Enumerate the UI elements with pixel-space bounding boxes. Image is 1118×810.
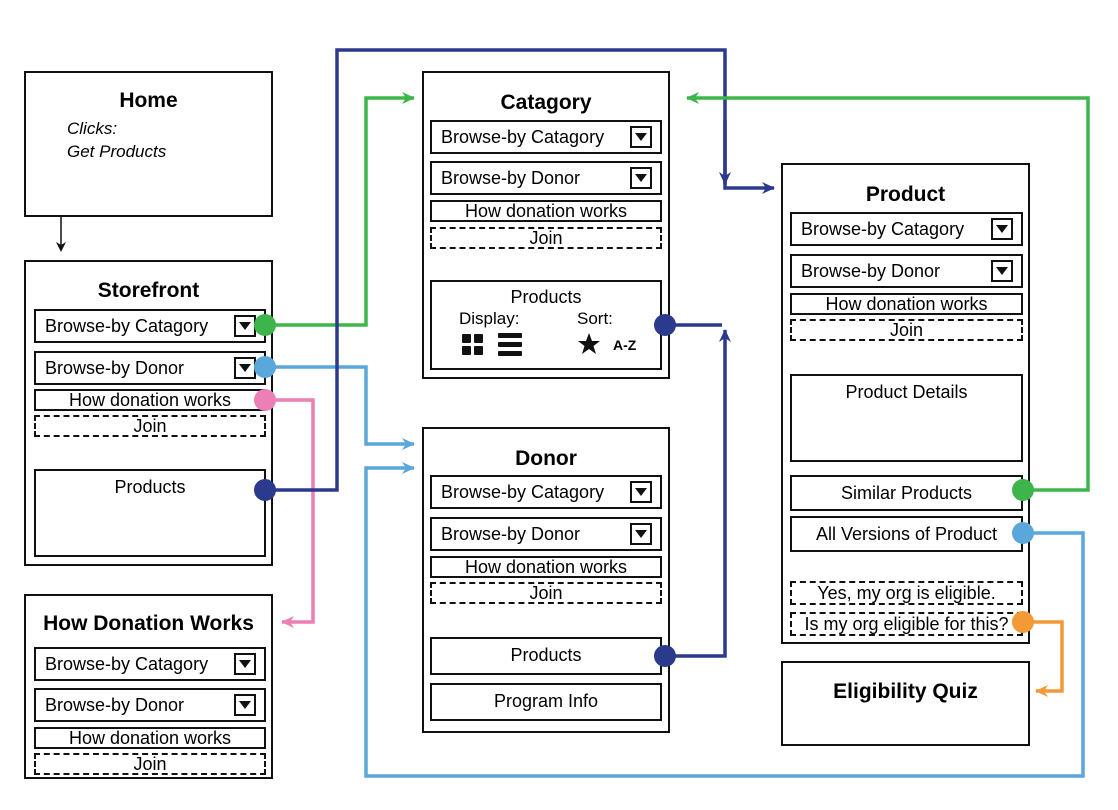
page-title: How Donation Works [43, 612, 254, 635]
chevron-down-icon[interactable] [991, 218, 1013, 240]
browse-donor-dropdown[interactable]: Browse-by Donor [430, 161, 662, 195]
home-note: Clicks: Get Products [67, 119, 167, 161]
product-details-section: Product Details [790, 374, 1023, 462]
sort-az-label[interactable]: A-Z [613, 337, 637, 353]
eligible-confirmation[interactable]: Yes, my org is eligible. [790, 581, 1023, 605]
page-title: Product [865, 183, 946, 206]
join-link[interactable]: Join [430, 582, 662, 604]
storefront-category-link [266, 92, 415, 327]
page-title: Storefront [97, 279, 200, 302]
join-link[interactable]: Join [34, 753, 266, 775]
dropdown-label: Browse-by Donor [441, 167, 581, 188]
product-page: Product Browse-by Catagory Browse-by Don… [781, 163, 1030, 644]
how-donation-works-link[interactable]: How donation works [34, 389, 266, 411]
page-title: Catagory [500, 91, 592, 114]
similar-products-link[interactable]: Similar Products [790, 475, 1023, 511]
join-link[interactable]: Join [430, 227, 662, 249]
browse-donor-dropdown[interactable]: Browse-by Donor [34, 351, 266, 385]
display-label: Display: [459, 309, 520, 328]
join-link[interactable]: Join [790, 319, 1023, 341]
how-donation-works-link[interactable]: How donation works [34, 727, 266, 749]
home-page: Home Clicks: Get Products [24, 71, 273, 217]
products-section[interactable]: Products [34, 469, 266, 557]
browse-donor-dropdown[interactable]: Browse-by Donor [790, 254, 1023, 288]
browse-donor-dropdown[interactable]: Browse-by Donor [430, 517, 662, 551]
chevron-down-icon[interactable] [991, 260, 1013, 282]
category-page: Catagory Browse-by Catagory Browse-by Do… [422, 71, 670, 379]
chevron-down-icon[interactable] [234, 694, 256, 716]
chevron-down-icon[interactable] [234, 357, 256, 379]
dropdown-label: Browse-by Donor [801, 260, 941, 281]
dropdown-label: Browse-by Catagory [45, 315, 209, 336]
storefront-how-donation-link [266, 398, 315, 628]
program-info-section[interactable]: Program Info [430, 683, 662, 721]
page-title: Home [119, 89, 178, 112]
storefront-donor-link [266, 365, 415, 450]
chevron-down-icon[interactable] [630, 167, 652, 189]
all-versions-link[interactable]: All Versions of Product [790, 516, 1023, 552]
products-section[interactable]: Products [430, 637, 662, 675]
eligibility-check-link[interactable]: Is my org eligible for this? [790, 612, 1023, 636]
chevron-down-icon[interactable] [234, 315, 256, 337]
browse-category-dropdown[interactable]: Browse-by Catagory [34, 647, 266, 681]
star-icon[interactable] [577, 332, 601, 356]
how-donation-works-page: How Donation Works Browse-by Catagory Br… [24, 594, 273, 779]
chevron-down-icon[interactable] [630, 481, 652, 503]
dropdown-label: Browse-by Donor [441, 523, 581, 544]
grid-icon[interactable] [462, 334, 484, 356]
page-title: Eligibility Quiz [833, 680, 978, 703]
how-donation-works-link[interactable]: How donation works [790, 293, 1023, 315]
dropdown-label: Browse-by Catagory [441, 126, 605, 147]
join-link[interactable]: Join [34, 415, 266, 437]
page-title: Donor [515, 447, 577, 470]
browse-category-dropdown[interactable]: Browse-by Catagory [34, 309, 266, 343]
browse-donor-dropdown[interactable]: Browse-by Donor [34, 688, 266, 722]
donor-products-link [666, 329, 731, 658]
storefront-page: Storefront Browse-by Catagory Browse-by … [24, 260, 273, 566]
sort-label: Sort: [577, 309, 613, 328]
dropdown-label: Browse-by Donor [45, 694, 185, 715]
chevron-down-icon[interactable] [630, 126, 652, 148]
dropdown-label: Browse-by Catagory [441, 481, 605, 502]
eligibility-quiz-page: Eligibility Quiz [781, 661, 1030, 746]
products-section[interactable]: Products Display: Sort: A-Z [430, 280, 662, 370]
list-icon[interactable] [498, 333, 522, 357]
browse-category-dropdown[interactable]: Browse-by Catagory [430, 120, 662, 154]
how-donation-works-link[interactable]: How donation works [430, 200, 662, 222]
dropdown-label: Browse-by Catagory [801, 218, 965, 239]
browse-category-dropdown[interactable]: Browse-by Catagory [790, 212, 1023, 246]
dropdown-label: Browse-by Donor [45, 357, 185, 378]
how-donation-works-link[interactable]: How donation works [430, 556, 662, 578]
donor-page: Donor Browse-by Catagory Browse-by Donor… [422, 427, 670, 733]
browse-category-dropdown[interactable]: Browse-by Catagory [430, 475, 662, 509]
chevron-down-icon[interactable] [234, 653, 256, 675]
chevron-down-icon[interactable] [630, 523, 652, 545]
dropdown-label: Browse-by Catagory [45, 653, 209, 674]
